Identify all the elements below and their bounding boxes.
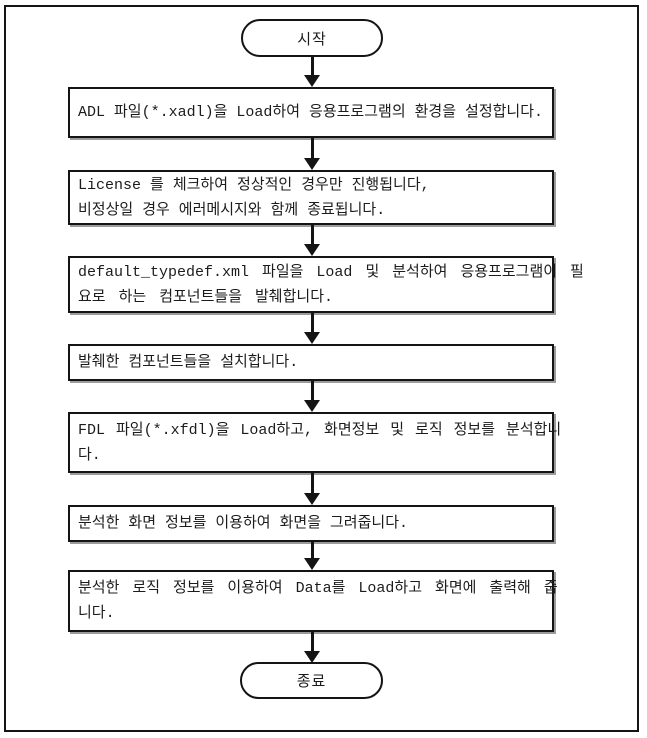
arrow-stem [310,542,314,558]
process-box-data-load: 분석한 로직 정보를 이용하여 Data를 Load하고 화면에 출력해 줍 니… [68,570,558,632]
process-box-typedef-analysis: default_typedef.xml 파일을 Load 및 분석하여 응용프로… [68,256,584,313]
start-terminal: 시작 [241,19,383,57]
arrow-head-icon [304,651,320,663]
flow-arrow [304,473,320,505]
process-text-line: 발췌한 컴포넌트들을 설치합니다. [78,354,299,371]
arrow-head-icon [304,400,320,412]
process-text-line: 분석한 로직 정보를 이용하여 Data를 Load하고 화면에 출력해 줍 [78,580,558,597]
arrow-head-icon [304,75,320,87]
start-terminal-label: 시작 [297,31,327,49]
flow-arrow [304,542,320,570]
process-box-adl-load: ADL 파일(*.xadl)을 Load하여 응용프로그램의 환경을 설정합니다… [68,87,554,138]
end-terminal: 종료 [240,662,383,699]
arrow-head-icon [304,493,320,505]
arrow-stem [310,313,314,332]
diagram-outer-border [4,5,639,732]
process-box-screen-render: 분석한 화면 정보를 이용하여 화면을 그려줍니다. [68,505,554,542]
arrow-head-icon [304,244,320,256]
process-text-line: 다. [78,446,101,464]
flow-arrow [304,225,320,256]
process-text-line: License 를 체크하여 정상적인 경우만 진행됩니다, [78,176,430,194]
arrow-stem [310,381,314,400]
flow-arrow [304,632,320,663]
flow-arrow [304,57,320,87]
flow-arrow [304,313,320,344]
process-box-fdl-load: FDL 파일(*.xfdl)을 Load하고, 화면정보 및 로직 정보를 분석… [68,412,562,473]
arrow-stem [310,138,314,158]
flow-arrow [304,138,320,170]
process-text-line: 분석한 화면 정보를 이용하여 화면을 그려줍니다. [78,515,409,532]
process-text-line: default_typedef.xml 파일을 Load 및 분석하여 응용프로… [78,263,584,281]
process-text-line: 니다. [78,605,115,622]
arrow-head-icon [304,158,320,170]
arrow-head-icon [304,332,320,344]
process-text-line: 비정상일 경우 에러메시지와 함께 종료됩니다. [78,201,386,219]
arrow-stem [310,57,314,75]
arrow-stem [310,225,314,244]
arrow-head-icon [304,558,320,570]
process-text-line: FDL 파일(*.xfdl)을 Load하고, 화면정보 및 로직 정보를 분석… [78,421,562,439]
process-text-line: ADL 파일(*.xadl)을 Load하여 응용프로그램의 환경을 설정합니다… [78,104,544,121]
process-text-line: 요로 하는 컴포넌트들을 발췌합니다. [78,288,334,306]
arrow-stem [310,473,314,493]
process-box-license-check: License 를 체크하여 정상적인 경우만 진행됩니다, 비정상일 경우 에… [68,170,554,225]
process-box-component-install: 발췌한 컴포넌트들을 설치합니다. [68,344,554,381]
arrow-stem [310,632,314,651]
end-terminal-label: 종료 [296,674,327,691]
flow-arrow [304,381,320,412]
